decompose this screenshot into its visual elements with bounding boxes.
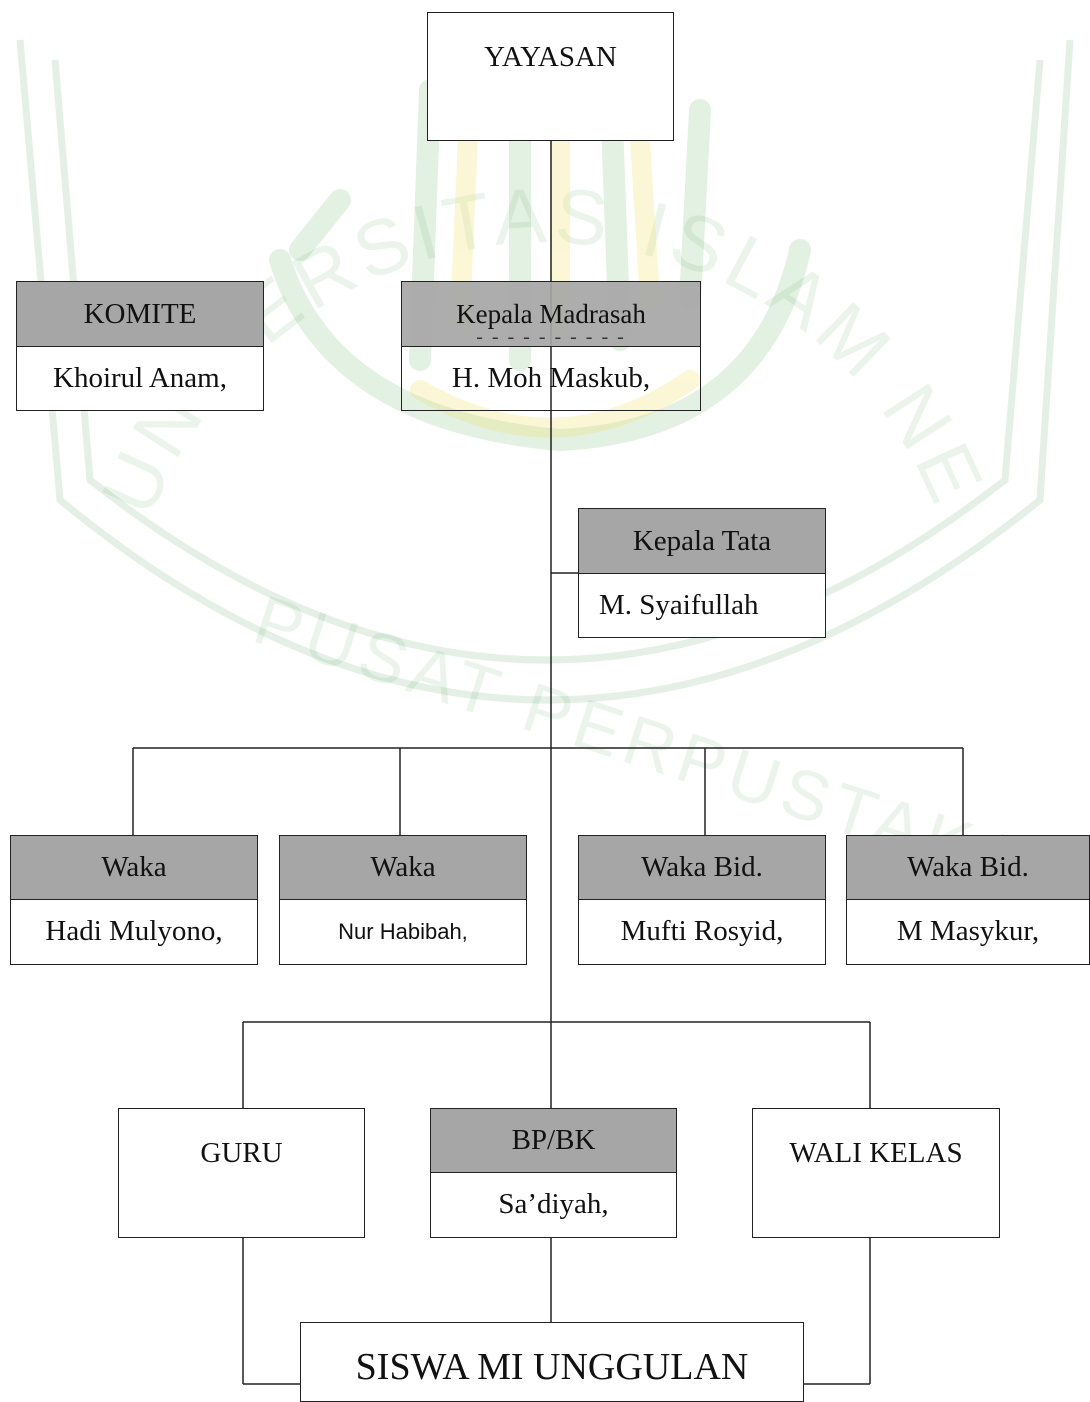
bp-bk-box: BP/BK Sa’diyah,: [430, 1108, 677, 1238]
wali-kelas-label: WALI KELAS: [789, 1137, 963, 1169]
bp-bk-name: Sa’diyah,: [498, 1188, 609, 1220]
kepala-tata-title: Kepala Tata: [579, 509, 825, 574]
siswa-label: SISWA MI UNGGULAN: [355, 1346, 749, 1388]
waka-3-box: Waka Bid. Mufti Rosyid,: [578, 835, 826, 965]
yayasan-label: YAYASAN: [484, 41, 617, 73]
waka-3-name: Mufti Rosyid,: [620, 915, 784, 947]
waka-4-name: M Masykur,: [896, 915, 1040, 947]
bp-bk-title: BP/BK: [431, 1109, 676, 1173]
waka-4-title: Waka Bid.: [847, 836, 1089, 900]
waka-3-title: Waka Bid.: [579, 836, 825, 900]
watermark-calligraphy: [269, 49, 811, 452]
siswa-box: SISWA MI UNGGULAN: [300, 1322, 804, 1402]
kepala-tata-name: M. Syaifullah: [599, 588, 759, 621]
waka-2-title: Waka: [280, 836, 526, 900]
guru-box: GURU: [118, 1108, 365, 1238]
kepala-madrasah-name: H. Moh Maskub,: [451, 361, 651, 394]
komite-box: KOMITE Khoirul Anam,: [16, 281, 264, 411]
guru-label: GURU: [200, 1137, 283, 1169]
waka-1-title: Waka: [11, 836, 257, 900]
waka-2-name: Nur Habibah,: [338, 918, 468, 944]
waka-1-name: Hadi Mulyono,: [45, 915, 223, 947]
waka-1-box: Waka Hadi Mulyono,: [10, 835, 258, 965]
kepala-madrasah-title: Kepala Madrasah: [402, 282, 700, 347]
komite-title: KOMITE: [17, 282, 263, 347]
yayasan-box: YAYASAN: [427, 12, 674, 141]
waka-4-box: Waka Bid. M Masykur,: [846, 835, 1090, 965]
waka-2-box: Waka Nur Habibah,: [279, 835, 527, 965]
wali-kelas-box: WALI KELAS: [752, 1108, 1000, 1238]
komite-name: Khoirul Anam,: [53, 361, 227, 394]
kepala-madrasah-dash: - - - - - - - - - -: [476, 326, 626, 348]
kepala-tata-box: Kepala Tata M. Syaifullah: [578, 508, 826, 638]
kepala-madrasah-box: Kepala Madrasah - - - - - - - - - - H. M…: [401, 281, 701, 411]
